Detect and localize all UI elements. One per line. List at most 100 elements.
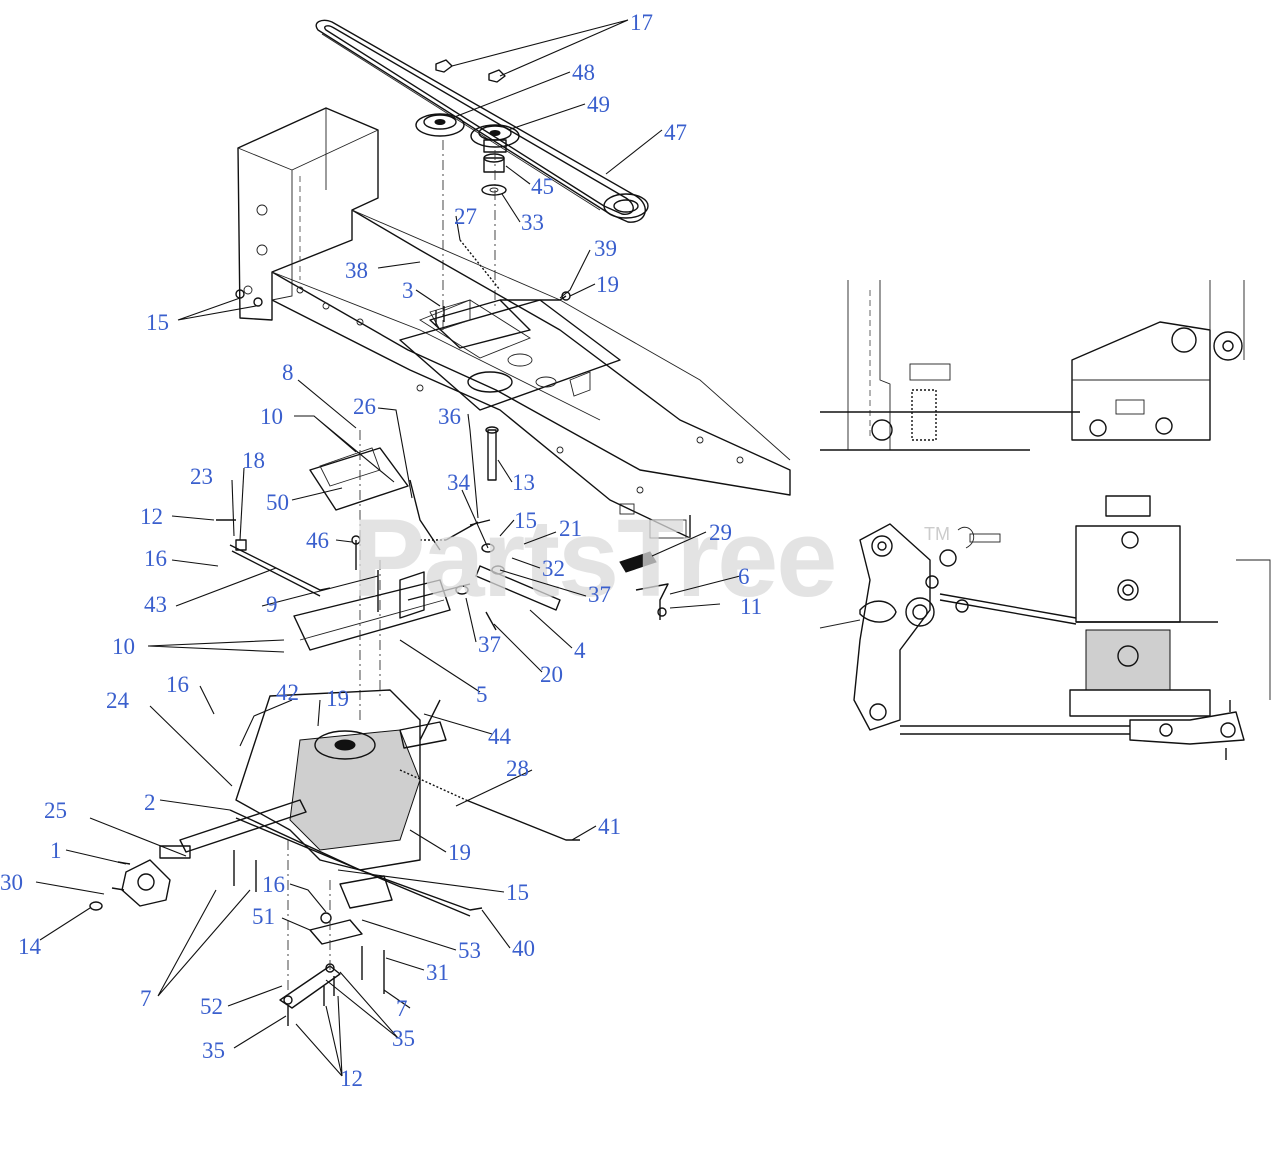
callout-1: 1 (50, 838, 62, 863)
callout-7-left: 7 (140, 986, 152, 1011)
callout-11: 11 (740, 594, 762, 619)
callout-6: 6 (738, 564, 750, 589)
rear-axle (159, 799, 307, 859)
watermark-trademark: TM (924, 524, 950, 544)
washer-33 (481, 184, 507, 196)
tractor-frame (237, 107, 791, 539)
rod-39 (500, 291, 571, 301)
callout-42: 42 (276, 680, 299, 705)
nuts-17 (435, 59, 506, 83)
callout-30: 30 (0, 870, 23, 895)
callout-49: 49 (587, 92, 610, 117)
leader-lines (35, 19, 741, 1077)
callout-47: 47 (664, 120, 687, 145)
callout-21: 21 (559, 516, 582, 541)
bracket-53 (339, 875, 393, 909)
pivot-bracket-5 (293, 571, 471, 651)
callout-10-lower: 10 (112, 634, 135, 659)
plate-52 (279, 963, 341, 1009)
callout-34: 34 (447, 470, 471, 495)
washer-14 (89, 901, 103, 911)
bolts-7 (233, 850, 385, 994)
spring-27 (459, 239, 501, 291)
callout-17: 17 (630, 10, 653, 35)
callout-10-top: 10 (260, 404, 283, 429)
callout-38: 38 (345, 258, 368, 283)
pedal-29 (619, 551, 657, 573)
wheel-hub-30 (111, 859, 171, 907)
callout-5: 5 (476, 682, 488, 707)
pulley-49 (470, 124, 520, 153)
spacer-45 (483, 153, 505, 173)
callout-12-lower: 12 (340, 1066, 363, 1091)
drive-belt (315, 19, 646, 223)
callout-37-right: 37 (588, 582, 611, 607)
callout-52: 52 (200, 994, 223, 1019)
callout-50: 50 (266, 490, 289, 515)
callout-3: 3 (402, 278, 414, 303)
callout-16-lower: 16 (262, 872, 285, 897)
callout-36: 36 (438, 404, 461, 429)
callout-45: 45 (531, 174, 554, 199)
callout-15-mid: 15 (514, 508, 537, 533)
rod-43 (229, 544, 331, 597)
plate-51 (309, 912, 363, 945)
callout-15-rear: 15 (146, 310, 169, 335)
bracket-6 (635, 583, 669, 620)
callout-28: 28 (506, 756, 529, 781)
callout-20: 20 (540, 662, 563, 687)
callout-33: 33 (521, 210, 544, 235)
bolt-12-23 (216, 519, 247, 551)
callout-25: 25 (44, 798, 67, 823)
pin-13 (485, 426, 499, 481)
washers-37 (455, 565, 505, 595)
callout-32: 32 (542, 556, 565, 581)
callout-2: 2 (144, 790, 156, 815)
callout-19-lower: 19 (448, 840, 471, 865)
callout-39: 39 (594, 236, 617, 261)
callout-23: 23 (190, 464, 213, 489)
lever-4 (475, 565, 561, 611)
callout-12-upper: 12 (140, 504, 163, 529)
transaxle-assembly (235, 689, 447, 871)
detail-view-bottom (819, 495, 1271, 760)
clip-20 (485, 611, 497, 631)
callout-27: 27 (454, 204, 477, 229)
callout-26: 26 (353, 394, 376, 419)
callout-24: 24 (106, 688, 130, 713)
callout-41: 41 (598, 814, 621, 839)
callout-44: 44 (488, 724, 512, 749)
callout-13: 13 (512, 470, 535, 495)
pulley-48 (415, 113, 465, 137)
callout-16-upper: 16 (144, 546, 167, 571)
callout-31: 31 (426, 960, 449, 985)
callout-29: 29 (709, 520, 732, 545)
callout-18: 18 (242, 448, 265, 473)
callout-15-lower: 15 (506, 880, 529, 905)
callout-51: 51 (252, 904, 275, 929)
callout-19-top: 19 (596, 272, 619, 297)
callout-35-left: 35 (202, 1038, 225, 1063)
callout-35-right: 35 (392, 1026, 415, 1051)
callout-48: 48 (572, 60, 595, 85)
callout-8: 8 (282, 360, 294, 385)
callout-7-right: 7 (396, 996, 408, 1021)
rod-40 (229, 809, 483, 917)
callout-9: 9 (266, 592, 278, 617)
detail-view-top (820, 280, 1245, 451)
callout-46: 46 (306, 528, 329, 553)
callout-labels: 17 48 49 47 45 27 33 39 19 38 3 15 8 26 … (0, 10, 762, 1091)
callout-4: 4 (574, 638, 586, 663)
callout-40: 40 (512, 936, 535, 961)
bolt-34-36 (469, 519, 495, 553)
pulley-47 (603, 193, 649, 219)
callout-19-trans: 19 (326, 686, 349, 711)
spring-28 (399, 769, 580, 841)
callout-53: 53 (458, 938, 481, 963)
idler-arm-3 (429, 299, 531, 349)
callout-37-left: 37 (478, 632, 501, 657)
callout-14: 14 (18, 934, 42, 959)
watermark-brand: PartsTree (352, 497, 835, 620)
